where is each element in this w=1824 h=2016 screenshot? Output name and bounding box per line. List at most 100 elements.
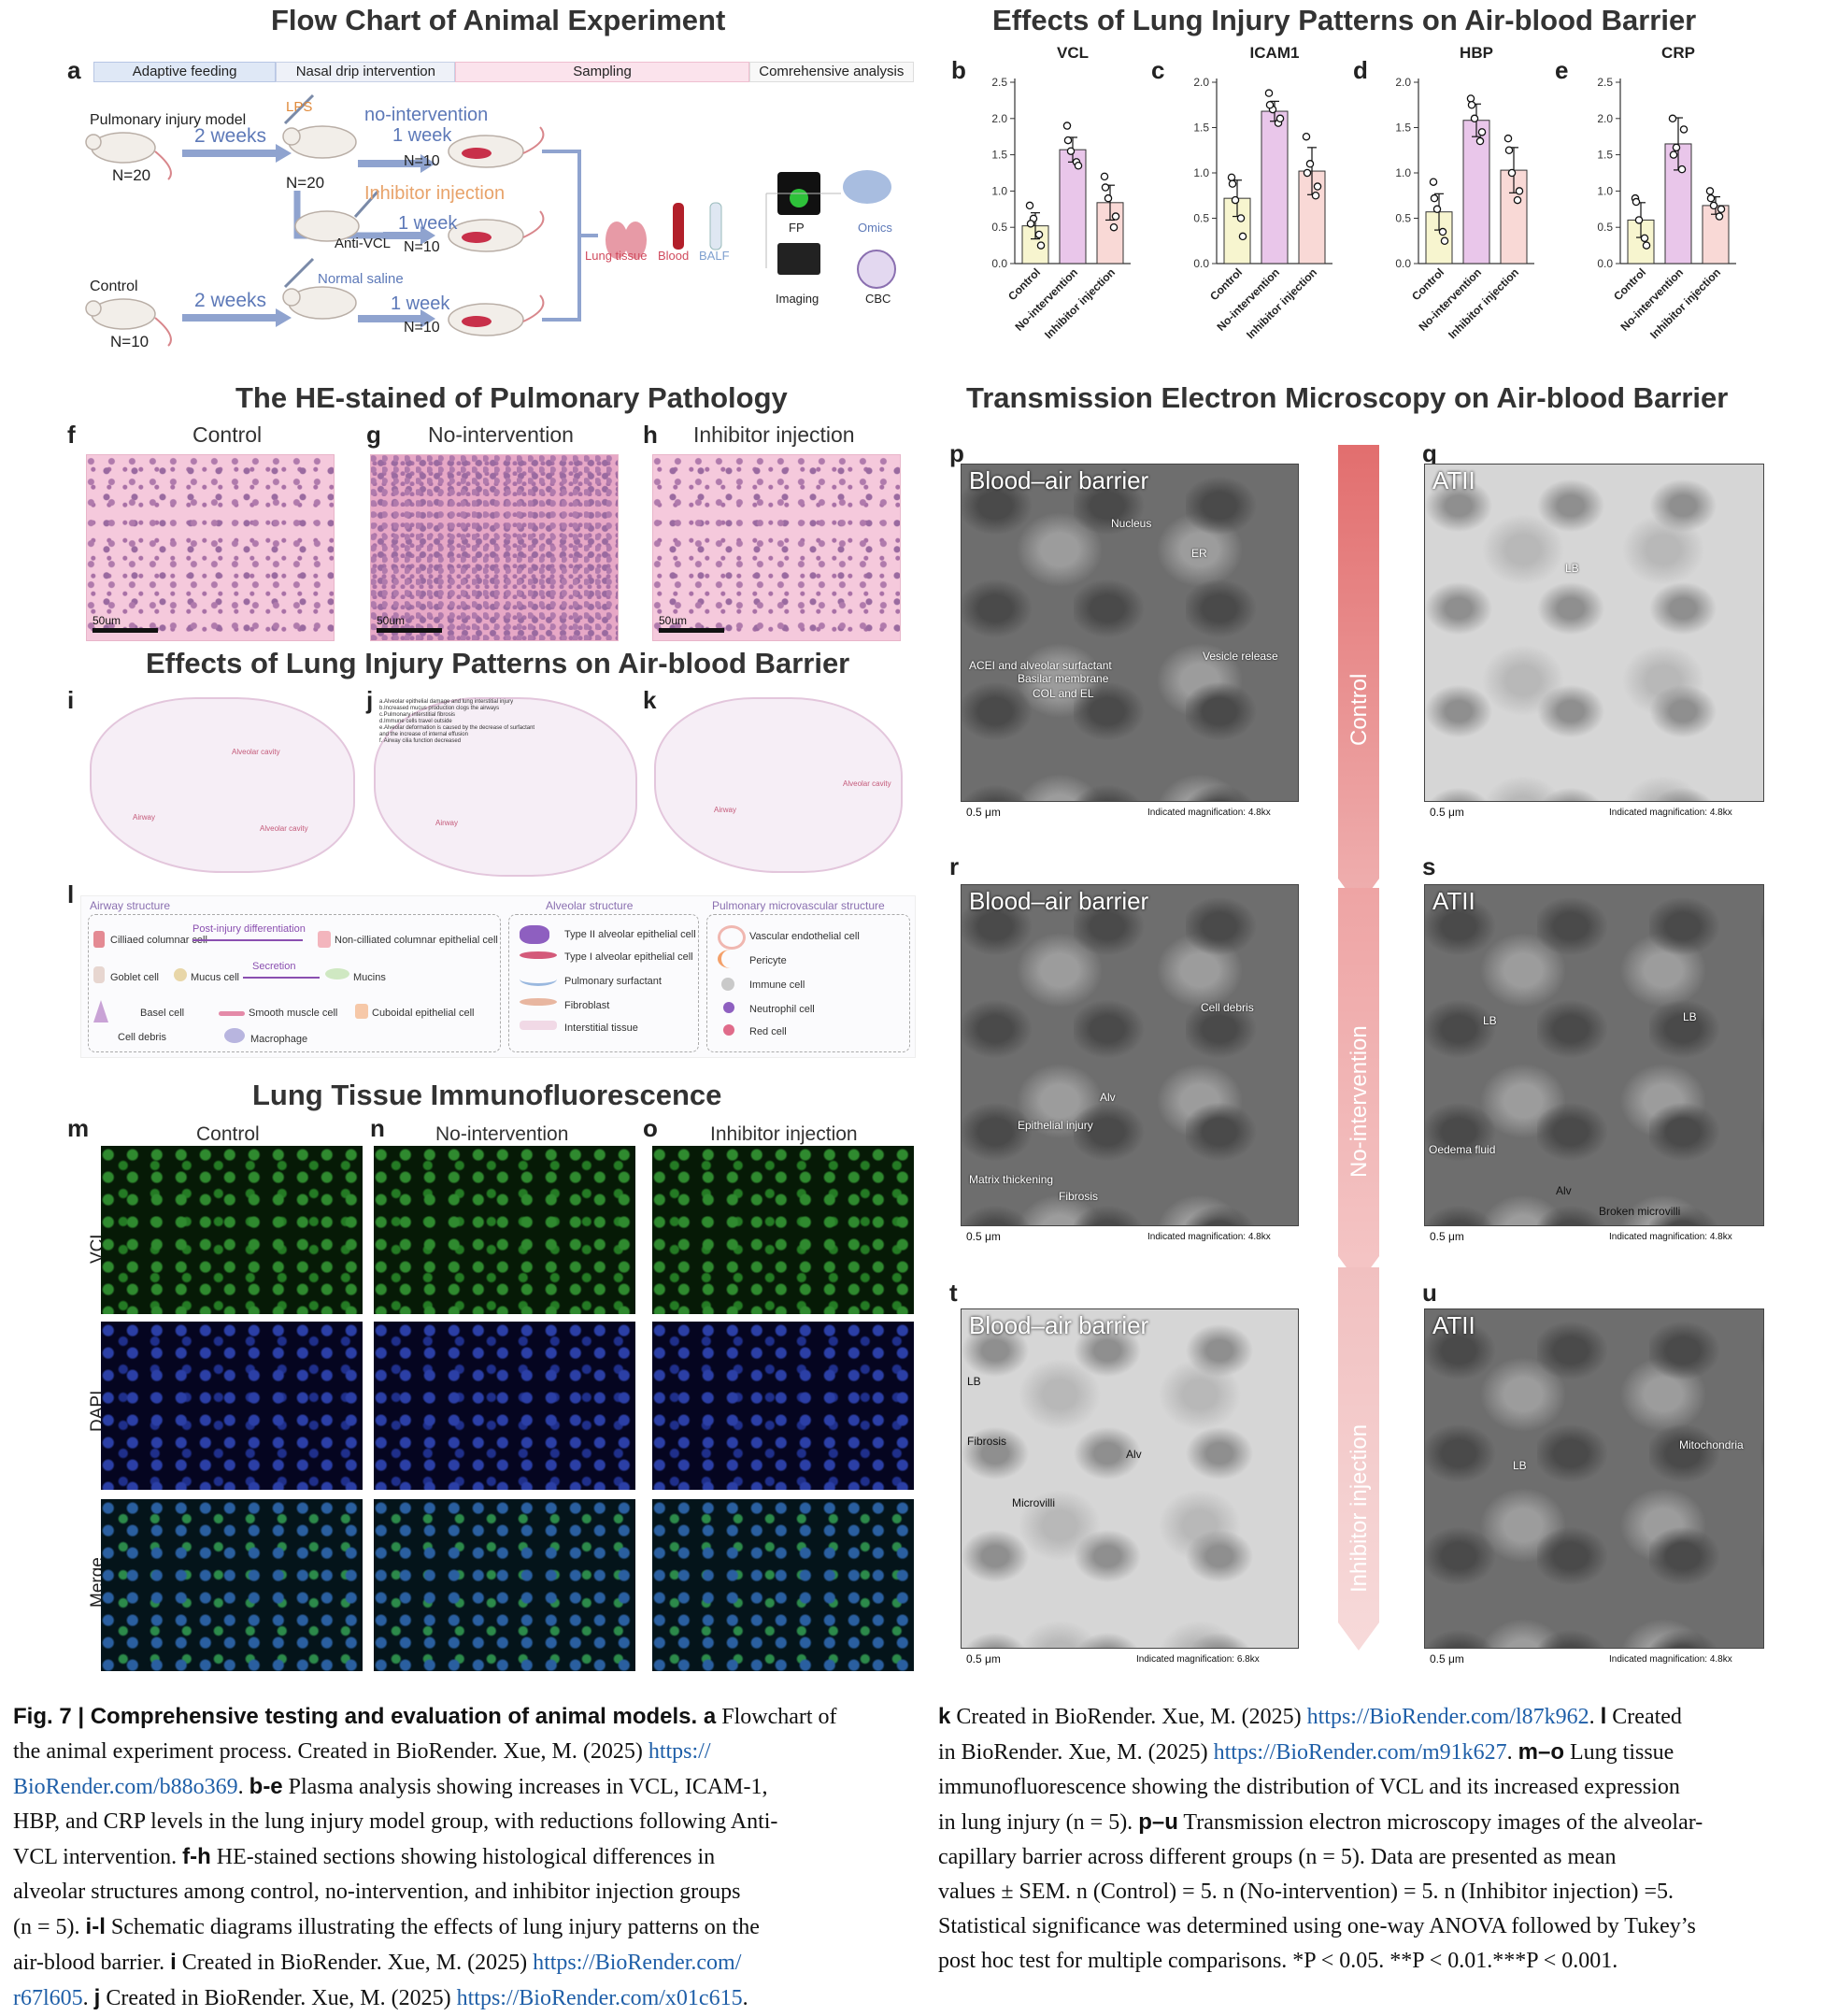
flow-n10d: N=10 (404, 320, 440, 336)
arrow-inhib (1338, 1267, 1379, 1651)
data-point (1504, 146, 1514, 155)
phase-sampling: Sampling (455, 62, 749, 82)
schem-j-note-b: b.Increased mucus production clogs the a… (379, 706, 500, 711)
caption-text: HBP, and CRP levels in the lung injury m… (13, 1809, 778, 1834)
tem-r-scale: 0.5 μm (966, 1230, 1001, 1243)
tem-u-title: ATII (1432, 1311, 1475, 1339)
flow-n20a: N=20 (112, 166, 151, 184)
legend-fibroblast: Fibroblast (564, 1000, 610, 1011)
cbc-icon (857, 250, 896, 289)
phase-adaptive: Adaptive feeding (93, 62, 277, 82)
omics-icon (843, 170, 891, 204)
legend-type2: Type II alveolar epithelial cell (564, 929, 696, 940)
arrow-noint (1338, 888, 1379, 1284)
chart-title: ICAM1 (1250, 44, 1300, 62)
y-tick-label: 2.0 (991, 112, 1007, 125)
data-point (1265, 101, 1275, 109)
flow-omics: Omics (858, 221, 892, 235)
caption-text: Transmission electron microscopy images … (1177, 1810, 1703, 1835)
he-noint-image: 50um (370, 454, 619, 641)
data-point (1705, 187, 1715, 195)
arrow-label-noint: No-intervention (1347, 1025, 1372, 1178)
schem-k-alv: Alveolar cavity (843, 779, 891, 788)
tem-u-mito: Mitochondria (1679, 1438, 1744, 1451)
caption-text: air-blood barrier. (13, 1951, 171, 1975)
tem-p-col: COL and EL (1033, 687, 1094, 700)
panel-label-d: d (1353, 56, 1368, 84)
caption-link[interactable]: https://BioRender.com/m91k627 (1213, 1740, 1507, 1765)
tem-q-image: ATII LB (1424, 464, 1764, 802)
he-inhib-label: Inhibitor injection (693, 422, 855, 447)
data-point (1709, 201, 1718, 210)
caption-link[interactable]: https://BioRender.com/l87k962 (1306, 1705, 1589, 1729)
tem-s-lb2: LB (1683, 1010, 1697, 1023)
panel-label-f: f (67, 421, 76, 449)
caption-link[interactable]: https:// (648, 1739, 711, 1764)
caption-link[interactable]: BioRender.com/b88o369 (13, 1775, 238, 1799)
schem-j-notes: a.Alveolar epithelial damage and lung in… (379, 699, 534, 745)
caption-right-line: immunofluorescence showing the distribut… (938, 1770, 1822, 1805)
if-merge-noint (374, 1499, 635, 1671)
effects-mid-title: Effects of Lung Injury Patterns on Air-b… (146, 647, 850, 679)
tem-t-image: Blood–air barrier LB Fibrosis Alv Microv… (961, 1308, 1299, 1649)
data-point (1503, 134, 1513, 143)
tem-u-mag: Indicated magnification: 4.8kx (1609, 1654, 1732, 1665)
balf-tube-icon (709, 202, 722, 250)
flow-anti-vcl: Anti-VCL (335, 236, 392, 251)
if-dapi-noint (374, 1322, 635, 1490)
panel-label-t: t (949, 1279, 958, 1307)
panel-label-i: i (67, 686, 75, 714)
bar (1462, 120, 1490, 265)
panel-label-e: e (1555, 56, 1569, 84)
legend-smooth: Smooth muscle cell (249, 1008, 338, 1019)
data-point (1432, 205, 1442, 214)
chart-title: HBP (1460, 44, 1493, 62)
tem-title: Transmission Electron Microscopy on Air-… (966, 381, 1729, 414)
if-noint-label: No-intervention (435, 1123, 569, 1145)
caption-link[interactable]: r67l605 (13, 1986, 83, 2010)
schematic-j: a.Alveolar epithelial damage and lung in… (374, 697, 637, 877)
y-tick-label: 2.5 (991, 76, 1007, 89)
caption-right-line: in BioRender. Xue, M. (2025) https://Bio… (938, 1735, 1822, 1770)
caption-text: immunofluorescence showing the distribut… (938, 1775, 1680, 1799)
data-point (1717, 205, 1726, 214)
legend-cuboidal: Cuboidal epithelial cell (372, 1008, 475, 1019)
y-tick-label: 1.5 (1193, 122, 1209, 135)
flow-lung: Lung tissue (585, 249, 648, 263)
tem-p-image: Blood–air barrier Nucleus ER ACEI and al… (961, 464, 1299, 802)
legend-vascular: Vascular endothelial cell (749, 931, 860, 942)
caption-text: Statistical significance was determined … (938, 1914, 1696, 1938)
caption-text: Flowchart of (716, 1705, 837, 1729)
legend-mucus: Mucus cell (191, 972, 239, 983)
tem-p-scale: 0.5 μm (966, 806, 1001, 819)
legend-secretion: Secretion (252, 961, 296, 972)
caption-text: m–o (1518, 1739, 1564, 1765)
data-point (1640, 234, 1649, 243)
panel-label-a: a (67, 56, 81, 84)
caption-link[interactable]: https://BioRender.com/ (533, 1951, 742, 1975)
y-tick-label: 1.5 (1395, 122, 1411, 135)
flow-fp: FP (789, 221, 805, 235)
caption-text: the animal experiment process. Created i… (13, 1739, 648, 1764)
he-title: The HE-stained of Pulmonary Pathology (235, 381, 788, 414)
flow-inhib: Inhibitor injection (364, 183, 506, 204)
caption-left-line: air-blood barrier. i Created in BioRende… (13, 1945, 910, 1980)
data-point (1513, 195, 1522, 205)
tem-p-acei: ACEI and alveolar surfactant (969, 659, 1112, 672)
y-tick-label: 2.0 (1597, 112, 1613, 125)
y-tick-label: 2.5 (1597, 76, 1613, 89)
y-tick-label: 1.0 (1597, 184, 1613, 197)
flow-2weeks-a: 2 weeks (194, 125, 267, 147)
caption-link[interactable]: https://BioRender.com/x01c615 (456, 1986, 743, 2010)
data-point (1264, 89, 1274, 97)
tem-r-alv: Alv (1100, 1091, 1116, 1104)
he-control-image: 50um (86, 454, 335, 641)
he-scale-f: 50um (93, 614, 158, 633)
data-point (1475, 136, 1485, 146)
tem-s-image: ATII LB LB Oedema fluid Alv Broken micro… (1424, 884, 1764, 1226)
x-tick-label: Inhibitor injection (1244, 265, 1319, 341)
x-tick-label: Control (1005, 265, 1043, 303)
y-tick-label: 1.5 (1597, 149, 1613, 162)
group-arrow (1338, 445, 1379, 1651)
caption-text: Schematic diagrams illustrating the effe… (105, 1915, 760, 1939)
